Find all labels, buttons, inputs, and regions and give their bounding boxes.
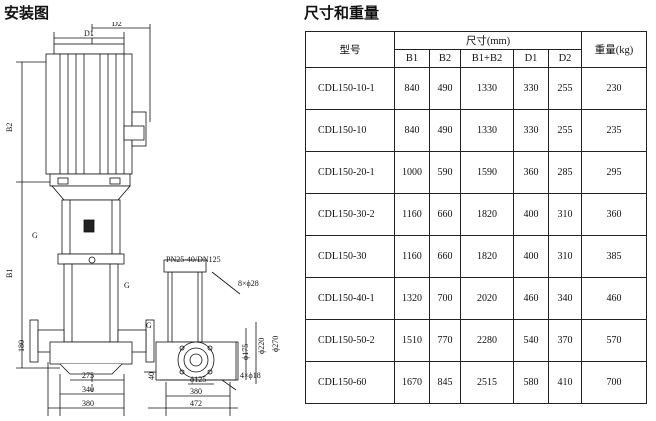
cell-d2: 340 [548, 277, 582, 320]
dimensions-title: 尺寸和重量 [304, 4, 380, 22]
cell-d2: 410 [548, 361, 582, 404]
installation-title: 安装图 [4, 4, 50, 22]
header-dims: 尺寸(mm) [394, 31, 582, 50]
cell-model: CDL150-20-1 [305, 151, 395, 194]
cell-b2: 660 [429, 193, 461, 236]
dimension-weight-table: 型号 尺寸(mm) 重量(kg) B1 B2 B1+B2 D1 D2 CDL15… [305, 31, 647, 404]
cell-d2: 255 [548, 67, 582, 110]
cell-d2: 255 [548, 109, 582, 152]
label-w125: ϕ125 [190, 375, 206, 384]
label-flange: PN25-40/DN125 [166, 255, 221, 264]
cell-d1: 540 [513, 319, 549, 362]
header-b12: B1+B2 [460, 49, 514, 68]
header-d2: D2 [548, 49, 582, 68]
cell-b1: 1160 [394, 193, 430, 236]
label-g-low: G [146, 321, 152, 330]
label-p270: ϕ270 [271, 336, 280, 352]
cell-d1: 360 [513, 151, 549, 194]
cell-d2: 310 [548, 193, 582, 236]
header-weight: 重量(kg) [581, 31, 647, 68]
cell-b12: 1820 [460, 193, 514, 236]
cell-b2: 770 [429, 319, 461, 362]
cell-b1: 1000 [394, 151, 430, 194]
label-p220: ϕ220 [257, 338, 266, 354]
cell-model: CDL150-50-2 [305, 319, 395, 362]
label-g-top: G [32, 231, 38, 240]
cell-b2: 700 [429, 277, 461, 320]
cell-b2: 845 [429, 361, 461, 404]
cell-b12: 1330 [460, 67, 514, 110]
header-b2: B2 [429, 49, 461, 68]
cell-d2: 285 [548, 151, 582, 194]
cell-weight: 230 [581, 67, 647, 110]
cell-d1: 460 [513, 277, 549, 320]
cell-b2: 490 [429, 109, 461, 152]
cell-weight: 360 [581, 193, 647, 236]
label-h40: 40 [147, 372, 156, 380]
cell-model: CDL150-40-1 [305, 277, 395, 320]
header-d1: D1 [513, 49, 549, 68]
cell-b12: 1820 [460, 235, 514, 278]
cell-d1: 580 [513, 361, 549, 404]
cell-model: CDL150-10-1 [305, 67, 395, 110]
cell-d1: 330 [513, 109, 549, 152]
cell-b12: 1330 [460, 109, 514, 152]
label-d1: D1 [84, 29, 94, 38]
cell-b12: 2020 [460, 277, 514, 320]
header-b1: B1 [394, 49, 430, 68]
cell-model: CDL150-30-2 [305, 193, 395, 236]
cell-b1: 1160 [394, 235, 430, 278]
cell-weight: 570 [581, 319, 647, 362]
cell-weight: 460 [581, 277, 647, 320]
cell-weight: 295 [581, 151, 647, 194]
cell-b2: 490 [429, 67, 461, 110]
label-d2: D2 [112, 22, 122, 28]
label-b2: B2 [5, 123, 14, 132]
cell-d1: 330 [513, 67, 549, 110]
label-w275: 275 [82, 371, 94, 380]
header-model: 型号 [305, 31, 395, 68]
cell-b12: 2515 [460, 361, 514, 404]
cell-d2: 310 [548, 235, 582, 278]
cell-b1: 840 [394, 109, 430, 152]
cell-b12: 2280 [460, 319, 514, 362]
cell-b1: 1510 [394, 319, 430, 362]
label-b1: B1 [5, 269, 14, 278]
cell-b2: 590 [429, 151, 461, 194]
label-h180: 180 [17, 340, 26, 352]
cell-b1: 1670 [394, 361, 430, 404]
cell-weight: 385 [581, 235, 647, 278]
cell-d2: 370 [548, 319, 582, 362]
cell-b2: 660 [429, 235, 461, 278]
label-g-mid: G [124, 281, 130, 290]
cell-model: CDL150-10 [305, 109, 395, 152]
cell-model: CDL150-30 [305, 235, 395, 278]
cell-b12: 1590 [460, 151, 514, 194]
label-w472: 472 [190, 399, 202, 408]
label-anchor: 4×ϕ18 [240, 371, 261, 380]
cell-b1: 840 [394, 67, 430, 110]
cell-d1: 400 [513, 235, 549, 278]
cell-d1: 400 [513, 193, 549, 236]
cell-model: CDL150-60 [305, 361, 395, 404]
label-w340: 340 [82, 385, 94, 394]
cell-weight: 700 [581, 361, 647, 404]
label-w380b: 380 [190, 387, 202, 396]
label-p175: ϕ175 [241, 344, 250, 360]
cell-weight: 235 [581, 109, 647, 152]
cell-b1: 1320 [394, 277, 430, 320]
installation-drawing: D1 D2 B2 B1 G G G PN25-40/DN125 8×ϕ28 4×… [5, 22, 280, 416]
label-bolts: 8×ϕ28 [238, 279, 259, 288]
label-w380: 380 [82, 399, 94, 408]
